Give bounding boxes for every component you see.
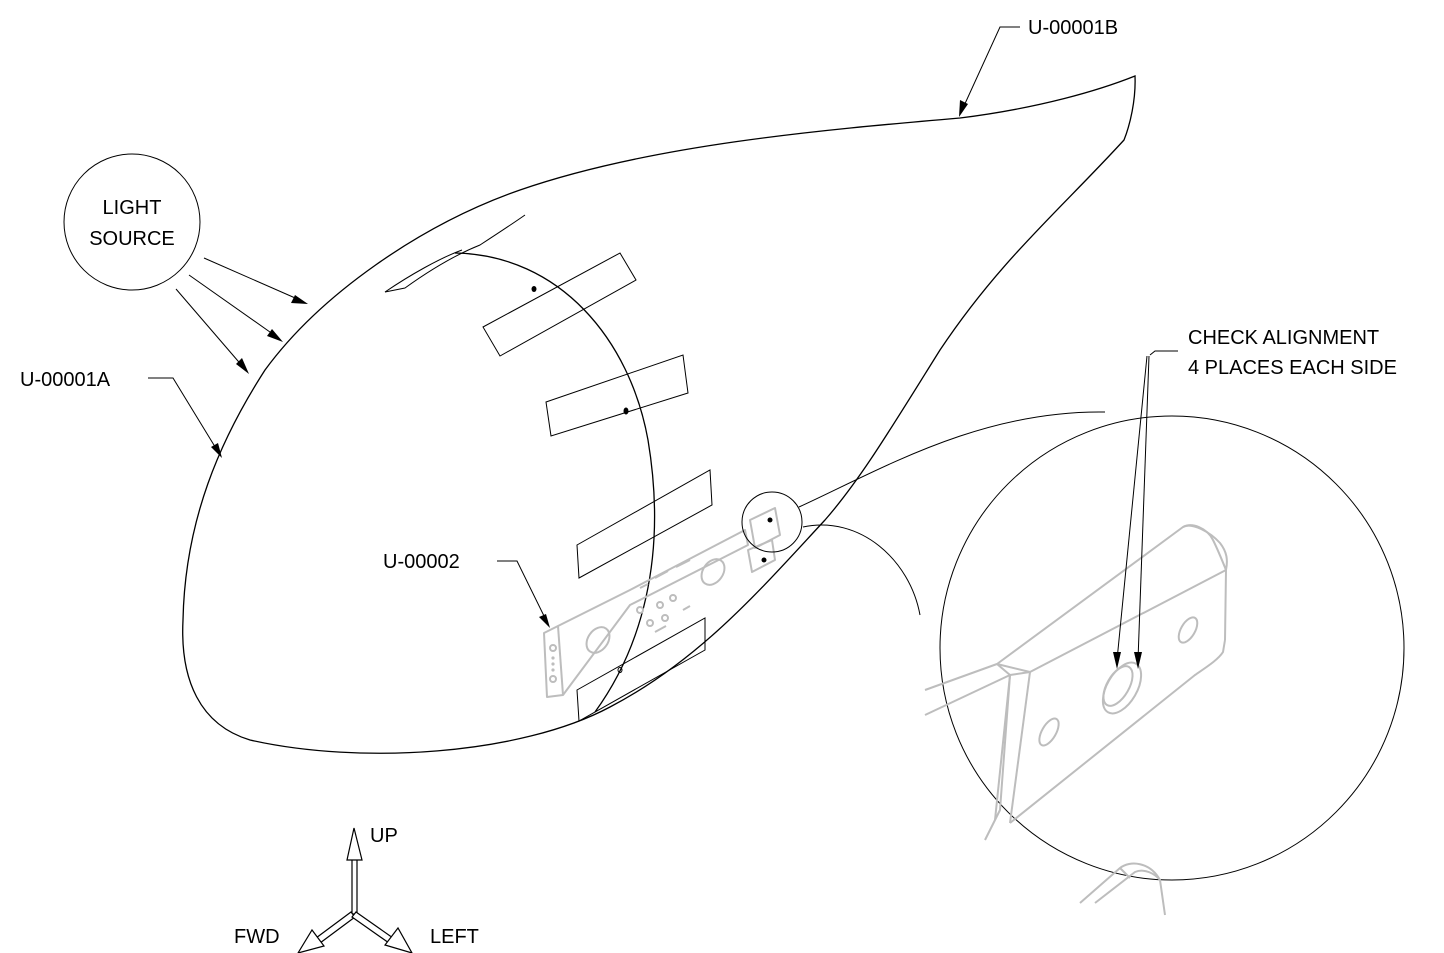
label-u00001b: U-00001B (1028, 17, 1118, 39)
axis-label-left: LEFT (430, 926, 479, 948)
leader-u00001a (148, 377, 222, 458)
leader-u00002 (497, 560, 550, 628)
leader-check-alignment (1113, 350, 1178, 669)
fairing-outline (182, 75, 1136, 754)
doubler-strips (482, 252, 713, 722)
detail-view (924, 524, 1228, 916)
axis-triad (297, 827, 413, 953)
detail-callout (741, 411, 1405, 881)
label-u00001a: U-00001A (20, 369, 111, 391)
light-source-line2: SOURCE (89, 228, 175, 250)
label-u00002: U-00002 (383, 551, 460, 573)
fastener-dots (531, 286, 629, 673)
check-alignment-line1: CHECK ALIGNMENT (1188, 327, 1379, 349)
bulkhead-arc (454, 252, 656, 713)
light-source-line1: LIGHT (103, 197, 162, 219)
axis-label-fwd: FWD (234, 926, 280, 948)
leader-u00001b (959, 26, 1020, 117)
check-alignment-line2: 4 PLACES EACH SIDE (1188, 357, 1397, 379)
bracket-u00002 (543, 507, 781, 698)
axis-label-up: UP (370, 825, 398, 847)
light-source (63, 153, 308, 374)
